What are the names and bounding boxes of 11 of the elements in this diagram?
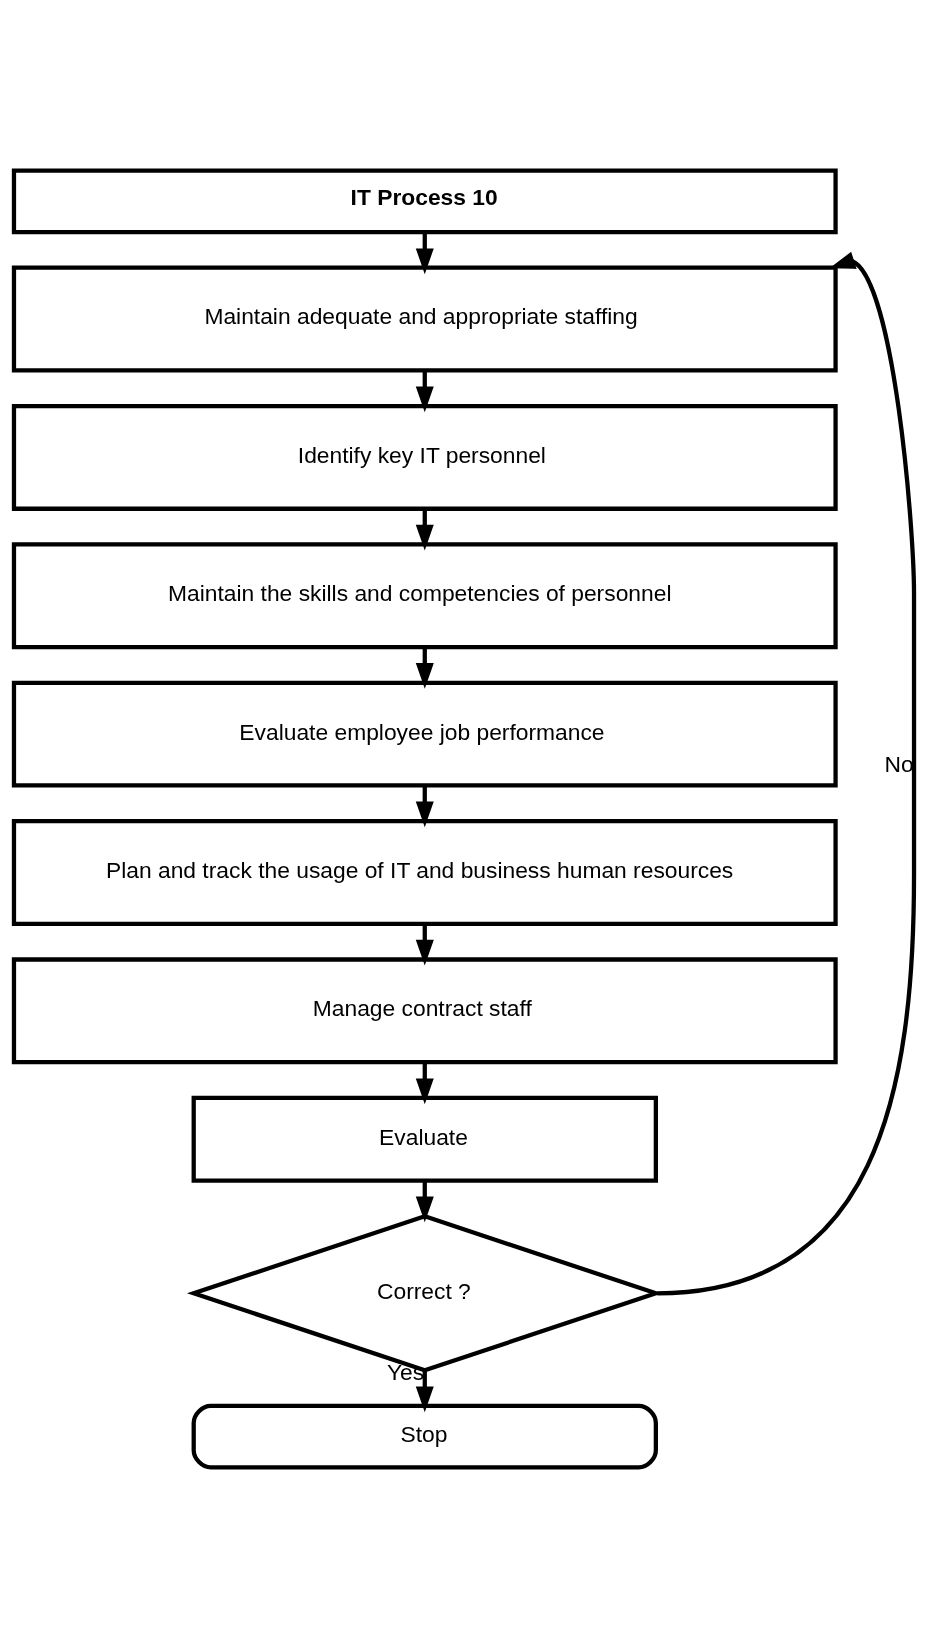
node-box: Stop [191,1403,658,1469]
node-box: Evaluate [191,1095,658,1183]
node-box: Maintain the skills and competencies of personnel [11,541,838,649]
node-box: Identify key IT personnel [11,403,838,511]
node-box: IT Process 10 [11,168,838,234]
arrow [657,251,917,1295]
edge-label: No [884,750,914,777]
node-box: Maintain adequate and appropriate staffing [11,265,838,373]
node-box: Evaluate employee job performance [11,680,838,788]
node-box: Plan and track the usage of IT and business human resources [11,818,838,926]
node-box: Manage contract staff [11,956,838,1064]
